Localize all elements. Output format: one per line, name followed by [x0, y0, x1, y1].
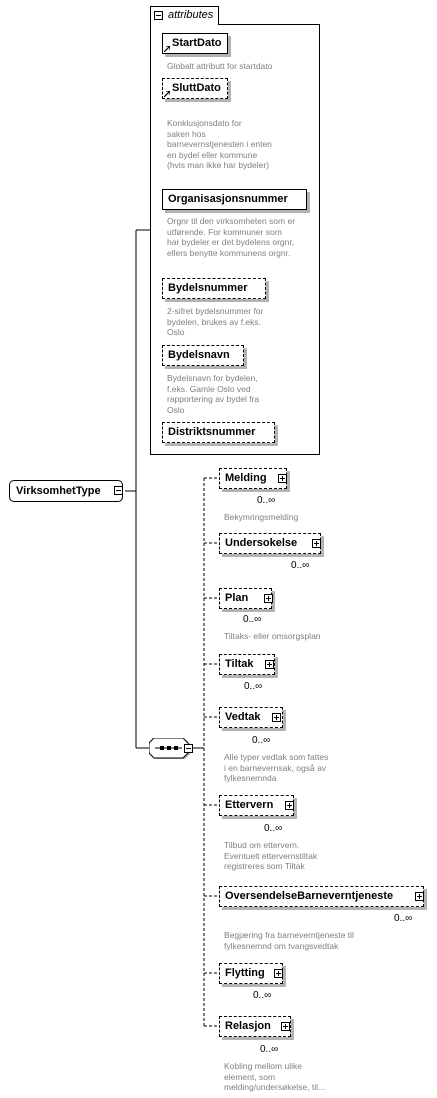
attribute-doc: Orgnr til den virksomheten som er utføre…	[167, 216, 296, 258]
root-element[interactable]: VirksomhetType	[9, 480, 123, 502]
attributes-header-tab: attributes	[150, 6, 219, 25]
occurrence-label: 0..∞	[252, 735, 271, 746]
attribute-organisasjonsnummer[interactable]: Organisasjonsnummer	[162, 189, 307, 210]
attributes-header-label: attributes	[168, 9, 214, 21]
occurrence-label: 0..∞	[253, 990, 272, 1001]
element-oversendelsebarneverntjeneste[interactable]: OversendelseBarneverntjeneste	[219, 886, 424, 907]
occurrence-label: 0..∞	[243, 614, 262, 625]
attribute-doc: Bydelsnavn for bydelen, f.eks. Gamle Osl…	[167, 373, 260, 415]
attribute-distriktsnummer[interactable]: Distriktsnummer	[162, 422, 275, 443]
occurrence-label: 0..∞	[264, 823, 283, 834]
occurrence-label: 0..∞	[394, 913, 413, 924]
attribute-sluttdato[interactable]: SluttDato	[162, 78, 228, 99]
expand-icon[interactable]	[265, 660, 274, 669]
element-vedtak[interactable]: Vedtak	[219, 707, 283, 728]
collapse-icon[interactable]	[154, 11, 163, 20]
attribute-doc: Globalt attributt for startdato	[167, 61, 273, 71]
expand-icon[interactable]	[272, 713, 281, 722]
occurrence-label: 0..∞	[291, 560, 310, 571]
collapse-icon[interactable]	[184, 744, 193, 753]
expand-icon[interactable]	[415, 892, 424, 901]
element-plan[interactable]: Plan	[219, 588, 272, 609]
element-tiltak[interactable]: Tiltak	[219, 654, 275, 675]
expand-icon[interactable]	[285, 801, 294, 810]
sequence-compositor[interactable]	[149, 738, 191, 760]
attribute-doc: Konklusjonsdato for saken hos barneverns…	[167, 118, 272, 170]
element-ettervern[interactable]: Ettervern	[219, 795, 294, 816]
occurrence-label: 0..∞	[244, 681, 263, 692]
reference-arrow-icon	[164, 91, 170, 97]
occurrence-label: 0..∞	[257, 495, 276, 506]
reference-arrow-icon	[164, 46, 170, 52]
expand-icon[interactable]	[281, 1022, 290, 1031]
attribute-startdato[interactable]: StartDato	[162, 33, 228, 54]
attribute-bydelsnummer[interactable]: Bydelsnummer	[162, 278, 266, 299]
expand-icon[interactable]	[264, 594, 273, 603]
element-doc: Tiltaks- eller omsorgsplan	[224, 631, 321, 641]
expand-icon[interactable]	[274, 969, 283, 978]
expand-icon[interactable]	[278, 474, 287, 483]
element-undersokelse[interactable]: Undersokelse	[219, 533, 321, 554]
expand-icon[interactable]	[312, 539, 321, 548]
element-doc: Alle typer vedtak som fattes i en barnev…	[224, 752, 329, 783]
collapse-icon[interactable]	[114, 486, 123, 495]
element-doc: Begjæring fra barneverntjeneste til fylk…	[224, 930, 354, 951]
attribute-doc: 2-sifret bydelsnummer for bydelen, bruke…	[167, 306, 264, 337]
element-doc: Bekymringsmelding	[224, 512, 299, 522]
element-relasjon[interactable]: Relasjon	[219, 1016, 291, 1037]
element-doc: Kobling mellom ulike element, som meldin…	[224, 1061, 326, 1092]
element-flytting[interactable]: Flytting	[219, 963, 283, 984]
element-doc: Tilbud om ettervern. Eventuelt ettervern…	[224, 840, 318, 871]
element-melding[interactable]: Melding	[219, 468, 287, 489]
occurrence-label: 0..∞	[260, 1044, 279, 1055]
attribute-bydelsnavn[interactable]: Bydelsnavn	[162, 345, 244, 366]
